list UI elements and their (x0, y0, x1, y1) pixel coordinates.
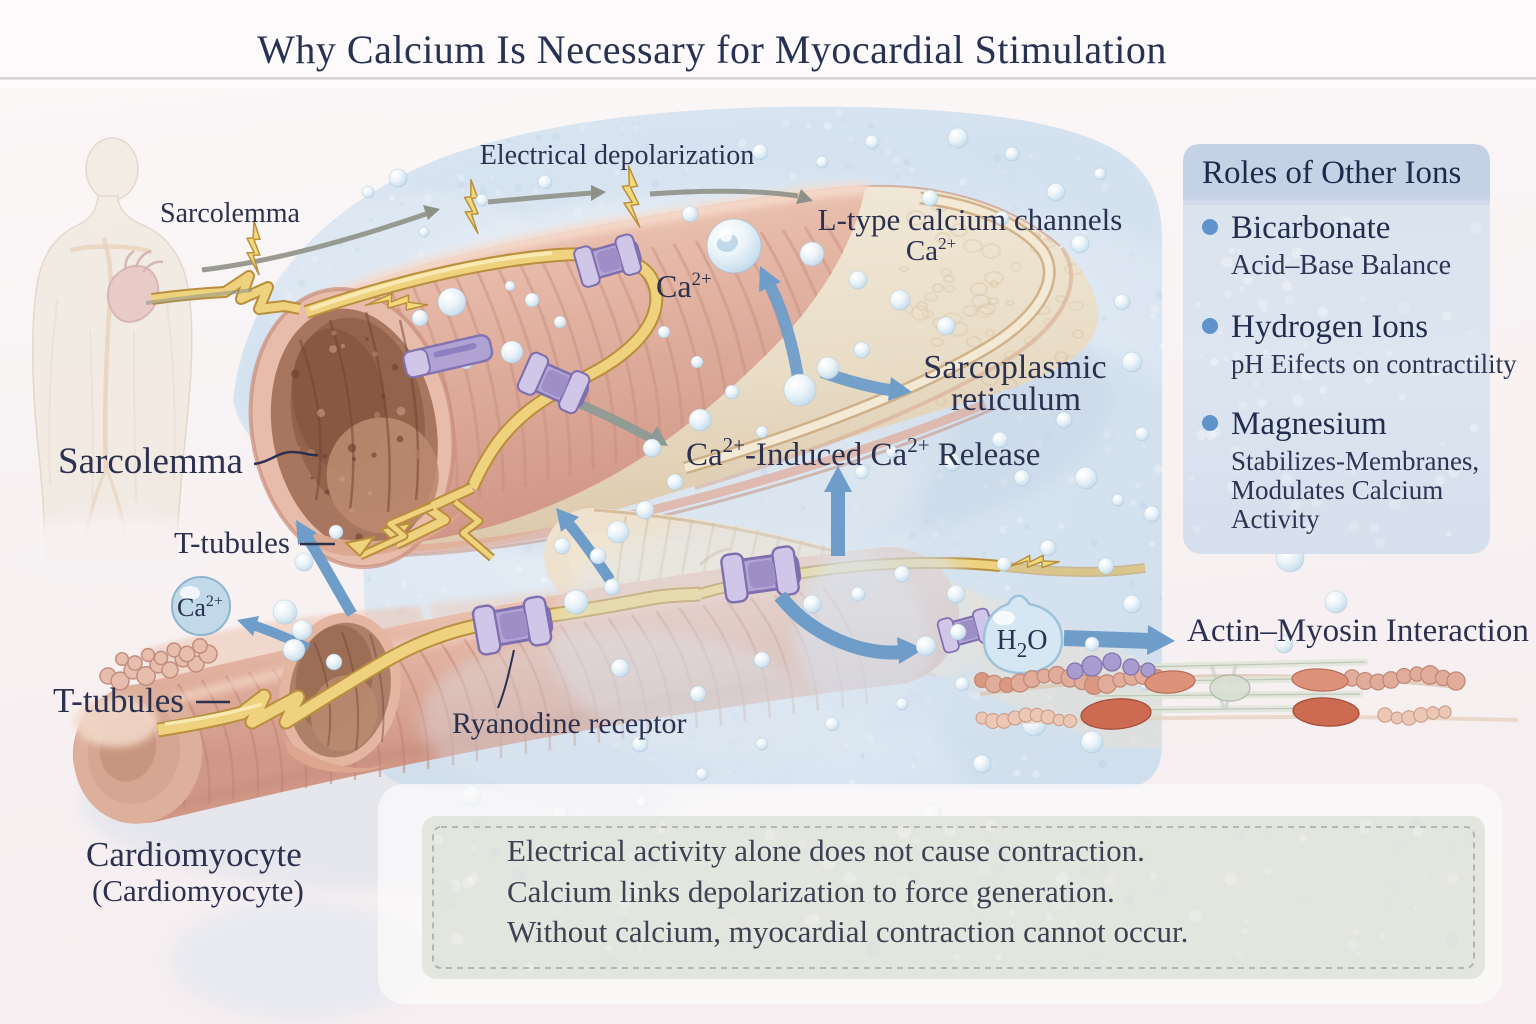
svg-text:T-tubules: T-tubules (174, 525, 290, 560)
svg-text:Without calcium, myocardial co: Without calcium, myocardial contraction … (507, 914, 1188, 949)
svg-text:Hydrogen Ions: Hydrogen Ions (1231, 309, 1428, 345)
svg-text:Roles of Other Ions: Roles of Other Ions (1202, 155, 1461, 191)
svg-text:T-tubules: T-tubules (53, 681, 184, 720)
svg-text:Ca2+-Induced Ca2+ Release: Ca2+-Induced Ca2+ Release (686, 433, 1040, 473)
svg-text:Magnesium: Magnesium (1231, 406, 1387, 442)
svg-text:Cardiomyocyte: Cardiomyocyte (86, 835, 302, 874)
svg-text:Why Calcium Is Necessary for M: Why Calcium Is Necessary for Myocardial … (257, 27, 1167, 72)
svg-text:Ca2+: Ca2+ (177, 593, 223, 622)
svg-text:pH Eifects on contractility: pH Eifects on contractility (1231, 349, 1517, 379)
svg-text:Calcium links depolarization t: Calcium links depolarization to force ge… (507, 874, 1115, 909)
svg-text:(Cardiomyocyte): (Cardiomyocyte) (92, 873, 304, 908)
svg-text:L-type calcium channels: L-type calcium channels (818, 202, 1123, 237)
svg-text:Bicarbonate: Bicarbonate (1231, 210, 1390, 246)
svg-text:Ryanodine receptor: Ryanodine receptor (452, 707, 687, 740)
svg-text:Stabilizes-Membranes,: Stabilizes-Membranes, (1231, 446, 1479, 476)
svg-text:Actin–Myosin Interaction: Actin–Myosin Interaction (1187, 613, 1529, 649)
svg-text:Electrical activity alone does: Electrical activity alone does not cause… (507, 833, 1145, 868)
svg-text:Sarcolemma: Sarcolemma (160, 198, 301, 229)
svg-text:Electrical depolarization: Electrical depolarization (480, 140, 754, 171)
svg-text:Activity: Activity (1231, 504, 1320, 534)
svg-text:Sarcoplasmic: Sarcoplasmic (923, 349, 1106, 386)
svg-text:Modulates Calcium: Modulates Calcium (1231, 475, 1443, 505)
svg-text:Sarcolemma: Sarcolemma (58, 441, 243, 482)
svg-text:Acid–Base Balance: Acid–Base Balance (1231, 250, 1451, 281)
svg-text:reticulum: reticulum (951, 381, 1081, 418)
